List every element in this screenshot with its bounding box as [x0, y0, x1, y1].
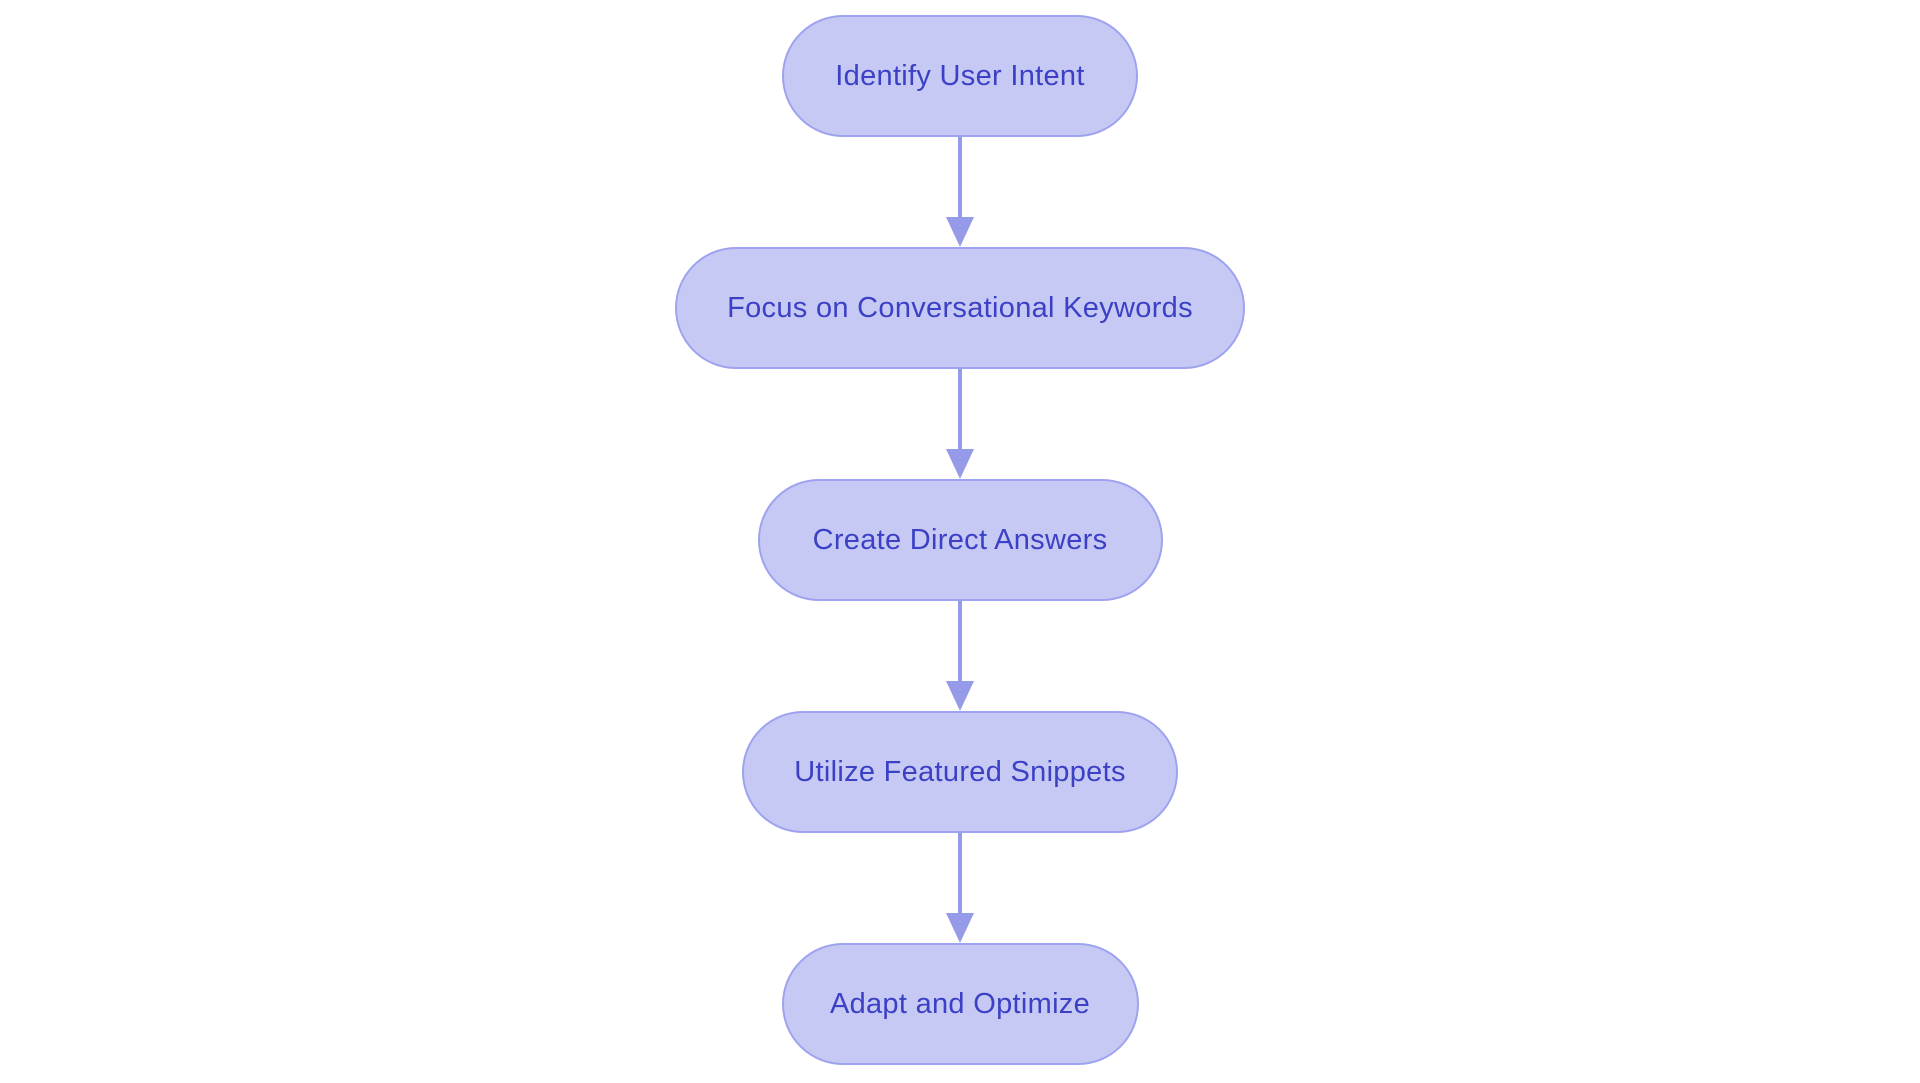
- flow-node-label: Identify User Intent: [835, 59, 1085, 92]
- flow-node-create-direct-answers: Create Direct Answers: [757, 479, 1163, 601]
- flow-arrow-connector-3: [946, 601, 974, 711]
- flow-node-label: Utilize Featured Snippets: [794, 755, 1126, 788]
- flow-node-adapt-and-optimize: Adapt and Optimize: [781, 943, 1139, 1065]
- flow-arrow-connector-1: [946, 137, 974, 247]
- flow-node-label: Create Direct Answers: [812, 523, 1108, 556]
- flow-node-label: Focus on Conversational Keywords: [727, 291, 1193, 324]
- flow-node-focus-on-conversational-keywords: Focus on Conversational Keywords: [675, 247, 1245, 369]
- flow-arrow-connector-4: [946, 833, 974, 943]
- flow-arrow-connector-2: [946, 369, 974, 479]
- flow-node-identify-user-intent: Identify User Intent: [782, 15, 1138, 137]
- flow-node-utilize-featured-snippets: Utilize Featured Snippets: [742, 711, 1178, 833]
- flow-node-label: Adapt and Optimize: [829, 987, 1091, 1020]
